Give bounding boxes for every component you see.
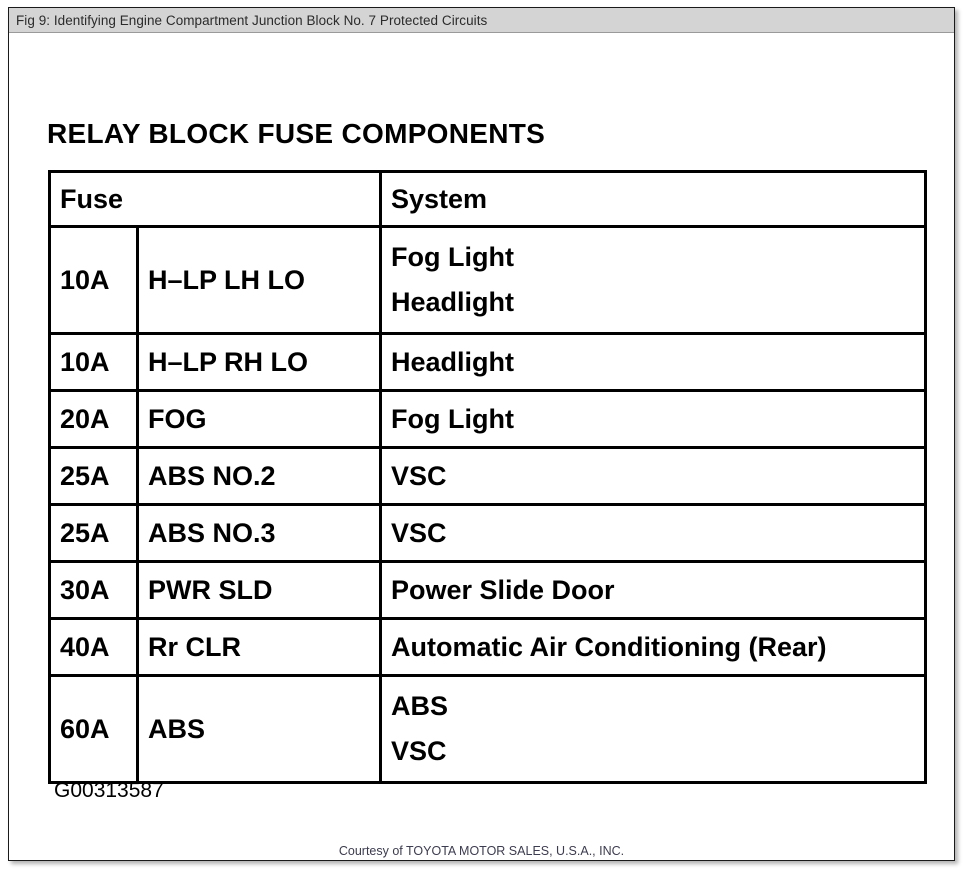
- figure-titlebar: Fig 9: Identifying Engine Compartment Ju…: [9, 8, 954, 33]
- system-line: Fog Light: [391, 242, 514, 272]
- scanned-page: RELAY BLOCK FUSE COMPONENTS Fuse System …: [9, 33, 954, 860]
- fuse-amperage-cell: 10A: [48, 332, 139, 392]
- fuse-name-cell: FOG: [136, 389, 382, 449]
- system-cell: Power Slide Door: [379, 560, 927, 620]
- system-line: VSC: [391, 517, 447, 548]
- system-cell: Automatic Air Conditioning (Rear): [379, 617, 927, 677]
- fuse-name-cell: ABS NO.2: [136, 446, 382, 506]
- system-cell: ABS VSC: [379, 674, 927, 784]
- figure-id-label: G00313587: [54, 779, 164, 802]
- table-header-row: Fuse System: [48, 170, 927, 228]
- page-title: RELAY BLOCK FUSE COMPONENTS: [47, 118, 546, 149]
- fuse-name-cell: PWR SLD: [136, 560, 382, 620]
- system-line: Headlight: [391, 346, 515, 377]
- system-cell: Fog Light: [379, 389, 927, 449]
- fuse-name-cell: ABS NO.3: [136, 503, 382, 563]
- table-header: Fuse System: [48, 170, 927, 228]
- system-line: VSC: [391, 460, 447, 491]
- column-header-fuse: Fuse: [48, 170, 382, 228]
- fuse-amperage-cell: 60A: [48, 674, 139, 784]
- figure-caption-text: Fig 9: Identifying Engine Compartment Ju…: [16, 12, 488, 28]
- fuse-amperage-cell: 10A: [48, 225, 139, 335]
- system-cell: Headlight: [379, 332, 927, 392]
- fuse-name-cell: ABS: [136, 674, 382, 784]
- fuse-amperage-cell: 25A: [48, 503, 139, 563]
- courtesy-note: Courtesy of TOYOTA MOTOR SALES, U.S.A., …: [338, 844, 625, 858]
- system-cell: VSC: [379, 503, 927, 563]
- system-cell: VSC: [379, 446, 927, 506]
- fuse-amperage-cell: 25A: [48, 446, 139, 506]
- fuse-amperage-cell: 40A: [48, 617, 139, 677]
- column-header-system: System: [379, 170, 927, 228]
- figure-window: Fig 9: Identifying Engine Compartment Ju…: [8, 7, 955, 861]
- system-line: Automatic Air Conditioning (Rear): [391, 631, 827, 662]
- fuse-name-cell: H–LP RH LO: [136, 332, 382, 392]
- system-line: ABS: [391, 691, 449, 721]
- fuse-amperage-cell: 20A: [48, 389, 139, 449]
- system-line: Headlight: [391, 287, 515, 317]
- system-line: Fog Light: [391, 403, 514, 434]
- system-line: VSC: [391, 736, 447, 766]
- system-line: Power Slide Door: [391, 574, 615, 605]
- fuse-name-cell: Rr CLR: [136, 617, 382, 677]
- fuse-name-cell: H–LP LH LO: [136, 225, 382, 335]
- fuse-amperage-cell: 30A: [48, 560, 139, 620]
